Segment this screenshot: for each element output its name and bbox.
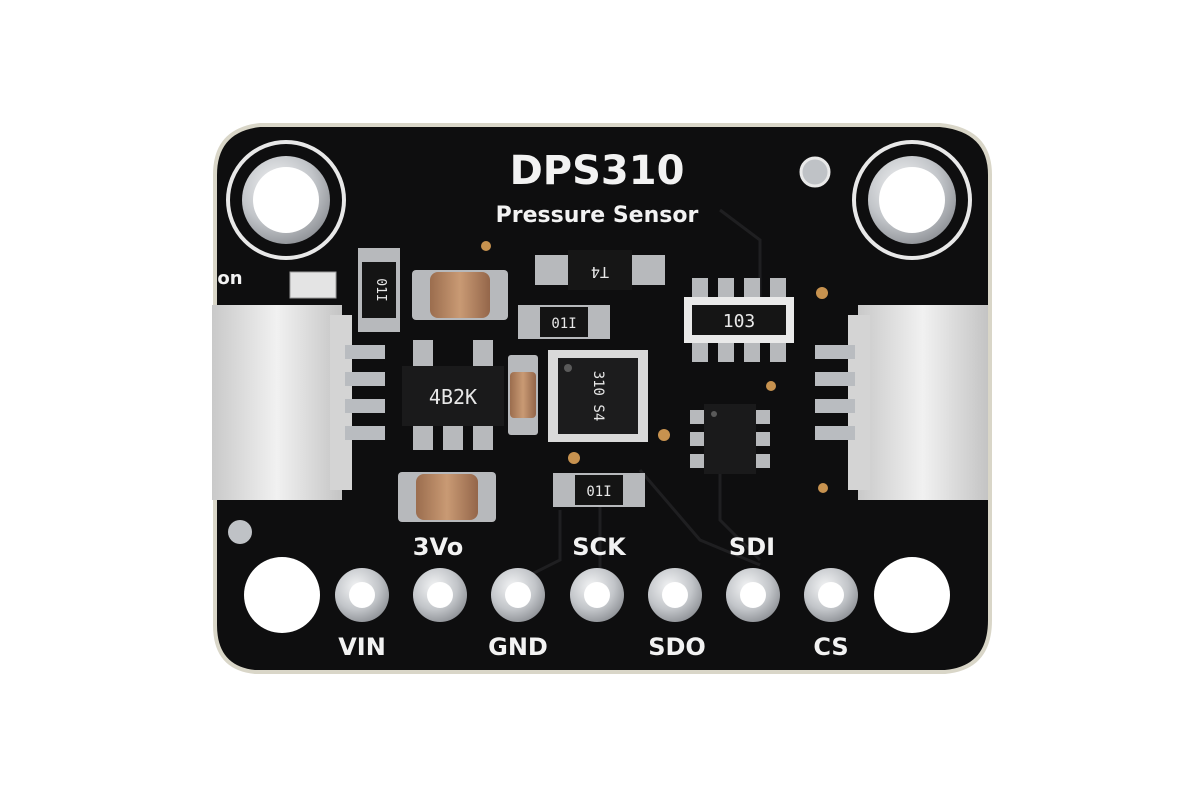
power-led <box>289 271 337 299</box>
transistor-marking: T4 <box>591 263 609 281</box>
resistor-middle-label: 01I <box>551 316 576 332</box>
level-shifter-chip <box>690 404 770 474</box>
pin-label-sdo: SDO <box>648 633 706 661</box>
mounting-hole-top-left <box>226 140 346 260</box>
mounting-hole-bottom-right <box>874 557 950 633</box>
via <box>658 429 670 441</box>
pin-label-vin: VIN <box>338 633 386 661</box>
pin-sdo <box>648 568 702 622</box>
via <box>568 452 580 464</box>
capacitor-small <box>508 355 538 435</box>
via <box>818 483 828 493</box>
resistor-middle: 01I <box>518 305 610 339</box>
resistor-bottom: 01I <box>553 473 645 507</box>
resistor-network-marking: 103 <box>723 311 756 332</box>
resistor-left: 01I <box>358 248 400 332</box>
resistor-network: 103 <box>684 278 794 362</box>
fiducial-top <box>799 156 831 188</box>
regulator-marking: 4B2K <box>429 385 477 409</box>
pin-sck <box>570 568 624 622</box>
via <box>816 287 828 299</box>
header-pins <box>335 568 858 622</box>
pin-label-cs: CS <box>813 633 848 661</box>
resistor-bottom-label: 01I <box>586 484 611 500</box>
pin-cs <box>804 568 858 622</box>
mounting-hole-bottom-left <box>244 557 320 633</box>
mounting-hole-top-right <box>852 140 972 260</box>
via <box>766 381 776 391</box>
resistor-left-label: 01I <box>373 278 388 301</box>
via <box>481 241 491 251</box>
board-subtitle: Pressure Sensor <box>496 203 699 228</box>
board-title: DPS310 <box>510 148 685 194</box>
capacitor-bottom <box>398 472 496 522</box>
pin-label-sck: SCK <box>572 533 627 561</box>
sensor-marking: 310 S4 <box>590 371 606 422</box>
fiducial-bottom <box>228 520 252 544</box>
pin-label-sdi: SDI <box>729 533 775 561</box>
pin-label-gnd: GND <box>488 633 548 661</box>
stemma-connector-left <box>212 305 385 500</box>
transistor: T4 <box>535 250 665 290</box>
pin-vin <box>335 568 389 622</box>
pin-label-3vo: 3Vo <box>413 533 463 561</box>
dps310-sensor-chip: 310 S4 <box>548 350 648 442</box>
capacitor-top <box>412 270 508 320</box>
voltage-regulator: 4B2K <box>402 340 504 450</box>
pin-3vo <box>413 568 467 622</box>
pin-sdi <box>726 568 780 622</box>
on-label: on <box>217 268 242 289</box>
stemma-connector-right <box>815 305 988 500</box>
pin-gnd <box>491 568 545 622</box>
